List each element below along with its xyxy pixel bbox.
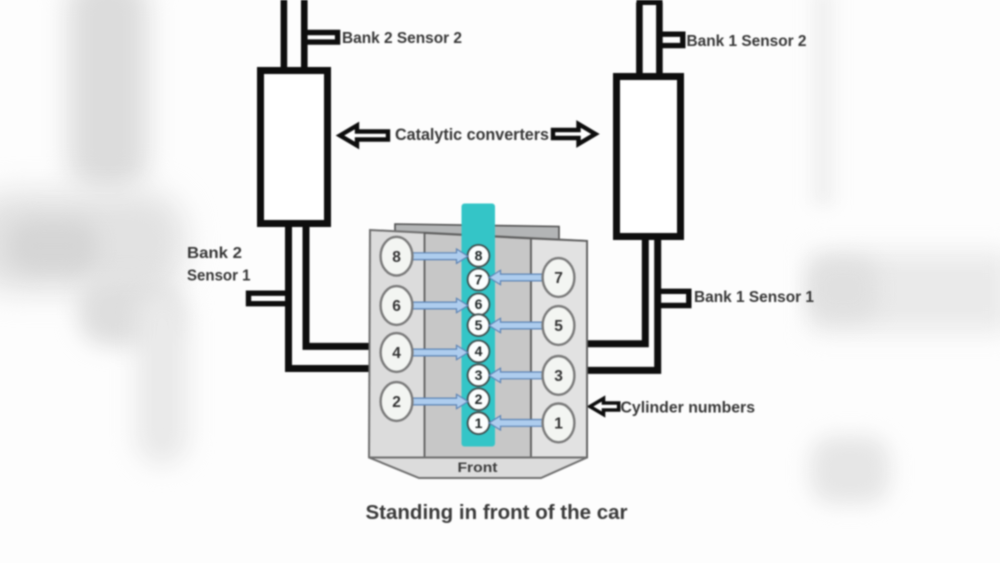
svg-text:8: 8	[475, 248, 483, 264]
svg-text:2: 2	[392, 394, 401, 411]
svg-text:1: 1	[475, 415, 483, 431]
svg-text:Standing in front of the car: Standing in front of the car	[366, 501, 628, 524]
svg-text:Cylinder numbers: Cylinder numbers	[621, 400, 756, 417]
svg-text:Sensor 1: Sensor 1	[187, 268, 251, 285]
svg-text:2: 2	[475, 391, 483, 407]
svg-text:3: 3	[475, 367, 483, 383]
svg-text:6: 6	[475, 296, 483, 312]
svg-text:Catalytic converters: Catalytic converters	[395, 126, 549, 144]
svg-text:6: 6	[392, 298, 401, 315]
svg-text:Bank 1 Sensor 2: Bank 1 Sensor 2	[687, 33, 807, 50]
svg-text:7: 7	[554, 270, 563, 287]
svg-text:8: 8	[392, 249, 401, 266]
svg-text:4: 4	[475, 343, 483, 359]
svg-text:Bank 2 Sensor 2: Bank 2 Sensor 2	[342, 30, 462, 47]
svg-text:3: 3	[554, 368, 563, 385]
svg-text:Front: Front	[458, 460, 499, 475]
svg-text:5: 5	[475, 317, 483, 333]
svg-text:Bank 1 Sensor 1: Bank 1 Sensor 1	[694, 289, 814, 306]
svg-text:1: 1	[554, 416, 563, 433]
svg-text:5: 5	[554, 318, 563, 335]
svg-text:Bank 2: Bank 2	[187, 245, 242, 262]
svg-text:7: 7	[475, 271, 483, 287]
svg-text:4: 4	[392, 345, 401, 362]
